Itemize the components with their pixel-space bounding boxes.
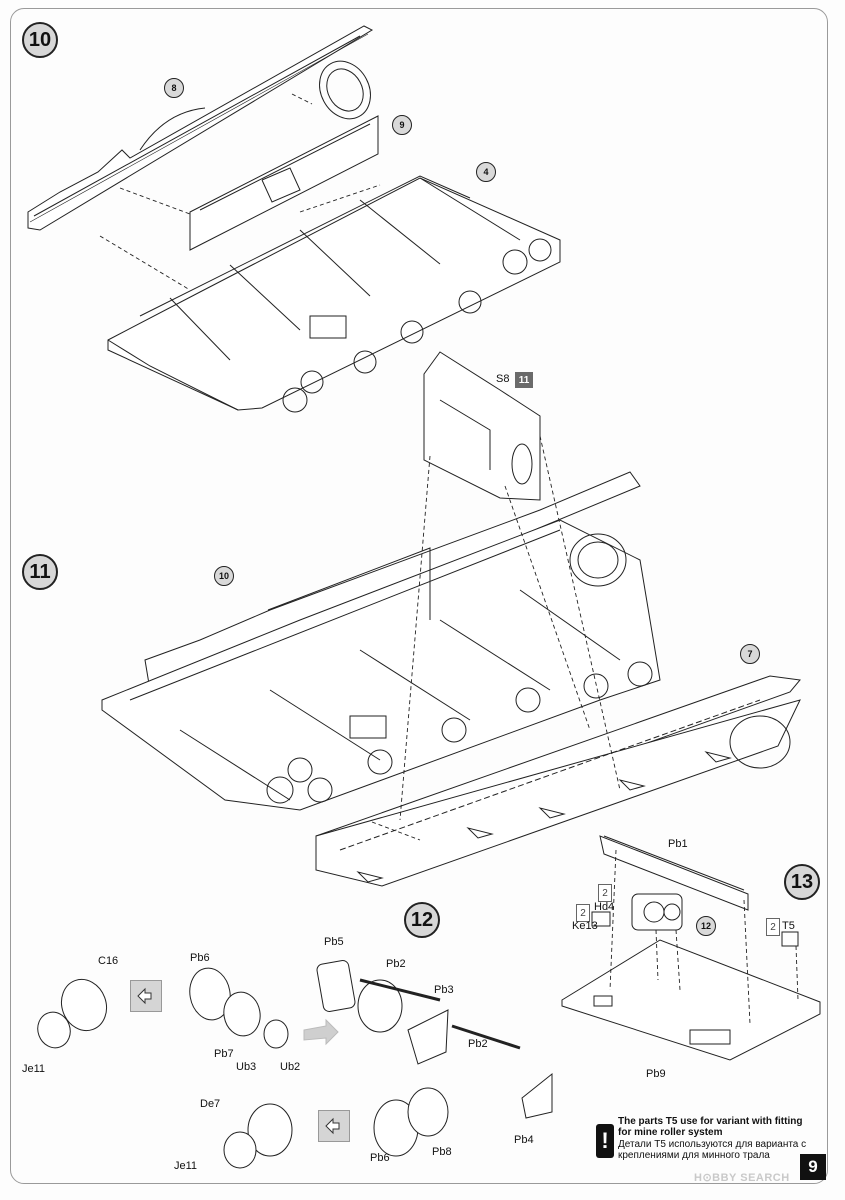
part-label-hd4: Hd4: [594, 901, 615, 913]
cement-icon: [130, 980, 162, 1012]
step-12-badge: 12: [404, 902, 440, 938]
page-frame: [10, 8, 828, 1184]
part-label-ub2: Ub2: [280, 1061, 301, 1073]
attention-icon: !: [596, 1124, 614, 1158]
hull-assembly-11-drawing: [101, 471, 661, 811]
hull-floor-4-drawing: [107, 175, 561, 413]
side-panel-7-drawing: [315, 675, 801, 887]
panel-s8-drawing: [423, 351, 541, 501]
part-label-ke13: Ke13: [572, 920, 598, 932]
step-13-badge: 13: [784, 864, 820, 900]
part-label-pb2-b: Pb2: [468, 1038, 488, 1050]
part-label-pb9: Pb9: [646, 1068, 666, 1080]
quantity-hd4: 2: [598, 884, 612, 902]
part-label-pb1: Pb1: [668, 838, 688, 850]
mount-parts-13-drawing: [561, 835, 821, 1061]
part-label-pb7: Pb7: [214, 1048, 234, 1060]
part-label-pb6-a: Pb6: [190, 952, 210, 964]
assembly-guides-11: [371, 435, 621, 841]
assembly-guides-13: [609, 849, 799, 1025]
note-russian: Детали Т5 используются для варианта с кр…: [618, 1139, 807, 1161]
part-label-je11-a: Je11: [22, 1063, 46, 1075]
assembly-guides-10: [99, 93, 381, 291]
part-ref-9: 9: [392, 115, 412, 135]
part-ref-4: 4: [476, 162, 496, 182]
part-label-pb5: Pb5: [324, 936, 344, 948]
sheet-tag-11: 11: [515, 372, 533, 388]
bulkhead-9-drawing: [189, 115, 379, 251]
part-ref-7: 7: [740, 644, 760, 664]
quantity-ke13: 2: [576, 904, 590, 922]
part-label-c16: C16: [98, 955, 119, 967]
watermark: H⊙BBY SEARCH: [694, 1172, 790, 1184]
part-label-de7: De7: [200, 1098, 221, 1110]
step-10-badge: 10: [22, 22, 58, 58]
part-label-pb6-b: Pb6: [370, 1152, 390, 1164]
part-ref-10: 10: [214, 566, 234, 586]
wheel-parts-12-drawing: [37, 960, 553, 1169]
part-label-pb4: Pb4: [514, 1134, 534, 1146]
part-label-pb2-a: Pb2: [386, 958, 406, 970]
part-label-pb8: Pb8: [432, 1146, 452, 1158]
page-number: 9: [800, 1154, 826, 1180]
quantity-t5: 2: [766, 918, 780, 936]
part-label-je11-b: Je11: [174, 1160, 198, 1172]
note-english: The parts T5 use for variant with fittin…: [618, 1116, 803, 1138]
part-label-ub3: Ub3: [236, 1061, 257, 1073]
side-panel-8-drawing: [27, 25, 374, 231]
part-ref-12: 12: [696, 916, 716, 936]
cement-icon: [318, 1110, 350, 1142]
part-ref-8: 8: [164, 78, 184, 98]
part-label-t5: T5: [782, 920, 795, 932]
part-label-pb3: Pb3: [434, 984, 454, 996]
step-11-badge: 11: [22, 554, 58, 590]
part-label-s8: S8: [496, 373, 510, 385]
